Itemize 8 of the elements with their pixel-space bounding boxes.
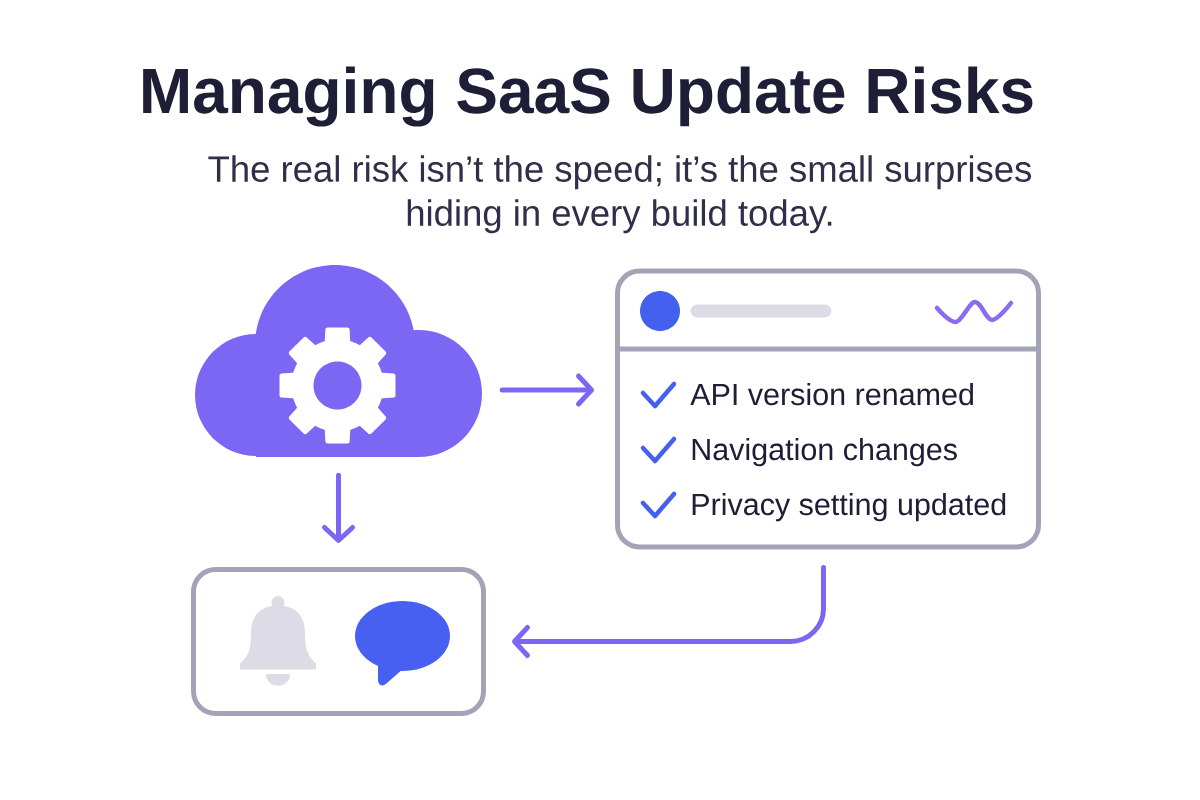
subtitle: The real risk isn’t the speed; it’s the small surprises hiding in every build today. xyxy=(208,155,1031,234)
item-text: Navigation changes xyxy=(692,437,957,467)
arrow xyxy=(499,373,594,407)
title: Managing SaaS Update Risks xyxy=(143,66,1033,127)
arrow xyxy=(512,565,826,658)
item-text: API version renamed xyxy=(690,382,973,406)
item-text: Privacy setting updated xyxy=(692,492,1006,522)
arrow xyxy=(322,472,355,543)
